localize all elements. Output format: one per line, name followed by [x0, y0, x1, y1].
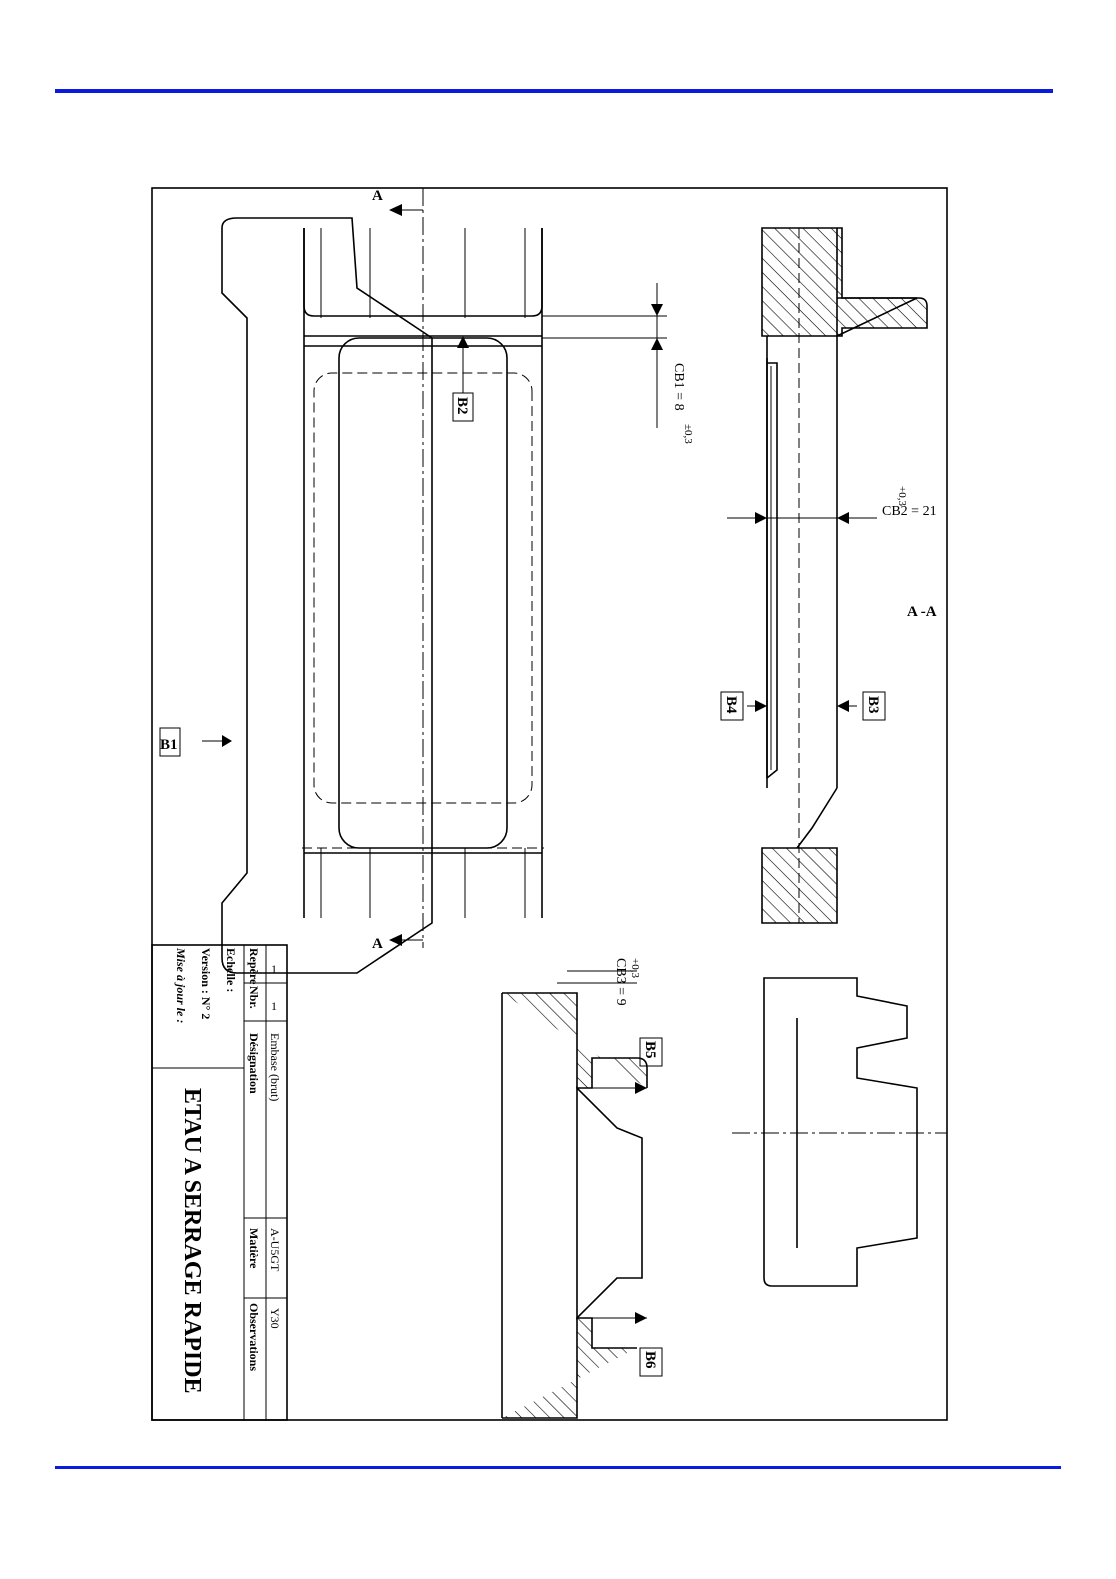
tb-title: ETAU A SERRAGE RAPIDE: [179, 1088, 205, 1394]
drawing-frame: [151, 187, 948, 1421]
tb-nbr-value: 1: [271, 999, 277, 1013]
footer-rule: [55, 1466, 1061, 1469]
ref-b2: B2: [454, 397, 470, 415]
dim-cb2-tol: +0,3: [896, 486, 908, 506]
ref-b6: B6: [642, 1351, 658, 1369]
section-marker-a-bottom: A: [372, 936, 383, 952]
ref-b3: B3: [865, 696, 881, 714]
tb-designation-value: Embase (brut): [268, 1033, 282, 1101]
tb-observations-value: Y30: [268, 1308, 282, 1329]
tb-designation-header: Désignation: [247, 1033, 261, 1094]
dim-cb1-tol: ±0,3: [682, 424, 694, 444]
tb-repere-header: Repère: [247, 948, 261, 985]
profile-section: CB3 = 9 +0,3 B5 B6: [501, 958, 663, 1419]
tb-echelle: Echelle :: [224, 948, 238, 992]
tb-version: Version : N° 2: [199, 948, 213, 1019]
section-a-a: A -A CB2 = 21 +0,3 B3 B4: [720, 227, 937, 924]
dim-cb1: CB1 = 8: [671, 363, 686, 411]
side-view: [732, 977, 947, 1287]
tb-nbr-header: Nbr.: [247, 986, 261, 1009]
title-block: 1 1 Embase (brut) A-U5GT Y30 Repère Nbr.…: [151, 944, 288, 1421]
dim-cb3-tol: +0,3: [629, 958, 641, 978]
tb-repere-value: 1: [271, 962, 277, 976]
tb-matiere-header: Matière: [247, 1228, 261, 1269]
ref-b4: B4: [723, 696, 739, 714]
dim-cb2: CB2 = 21: [882, 504, 937, 519]
ref-b5: B5: [642, 1041, 658, 1059]
header-rule: [55, 89, 1053, 93]
ref-b1: B1: [160, 737, 178, 753]
plan-outline: [221, 217, 433, 974]
tb-matiere-value: A-U5GT: [268, 1228, 282, 1272]
section-title: A -A: [907, 604, 937, 620]
tb-mise-a-jour: Mise à jour le :: [174, 947, 188, 1023]
plan-view: A A B1 B2 CB1 = 8 ±0,3: [159, 188, 694, 974]
tb-observations-header: Observations: [247, 1303, 261, 1371]
dim-cb3: CB3 = 9: [613, 958, 628, 1006]
section-marker-a-top: A: [372, 188, 383, 204]
